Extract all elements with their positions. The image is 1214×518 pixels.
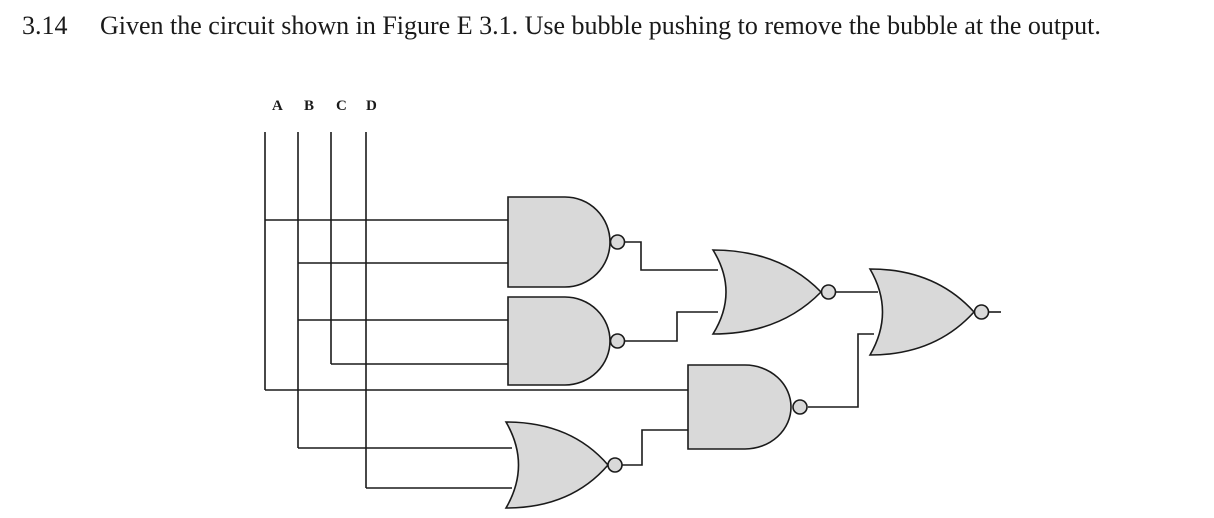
wire-nand3-nor3 — [808, 333, 874, 408]
nand-gate-1-body — [507, 196, 611, 288]
input-label-c: C — [336, 98, 347, 114]
gate-nand-3 — [687, 364, 808, 450]
input-wires — [265, 219, 688, 489]
nand-gate-2-body — [507, 296, 611, 386]
nor-gate-2-body — [711, 249, 823, 335]
wire-nand1-nor2 — [625, 241, 718, 271]
internal-wires — [622, 241, 1001, 466]
input-buses — [264, 132, 367, 488]
input-label-a: A — [272, 98, 283, 114]
wire-nand2-nor2 — [625, 311, 718, 342]
nand-gate-1-bubble — [609, 234, 626, 250]
nor-gate-3-body — [868, 268, 976, 356]
input-labels: A B C D — [0, 98, 400, 122]
gate-nor-2 — [711, 249, 837, 335]
gate-nand-2 — [507, 296, 626, 386]
gate-nor-1 — [504, 421, 623, 509]
nor-gate-2-bubble — [820, 284, 837, 300]
nor-gate-1-bubble — [607, 457, 623, 473]
problem-number: 3.14 — [22, 11, 68, 40]
nand-gate-2-bubble — [609, 333, 626, 349]
input-label-b: B — [304, 98, 315, 114]
gate-nor-3 — [868, 268, 990, 356]
nand-gate-3-body — [687, 364, 792, 450]
problem-text: Given the circuit shown in Figure E 3.1.… — [100, 11, 1101, 40]
wire-nor1-nand3 — [622, 429, 688, 466]
gate-nand-1 — [507, 196, 626, 288]
nor-gate-3-output-bubble — [973, 304, 990, 320]
input-label-d: D — [366, 98, 377, 114]
nor-gate-1-body — [504, 421, 610, 509]
nand-gate-3-bubble — [792, 399, 808, 415]
